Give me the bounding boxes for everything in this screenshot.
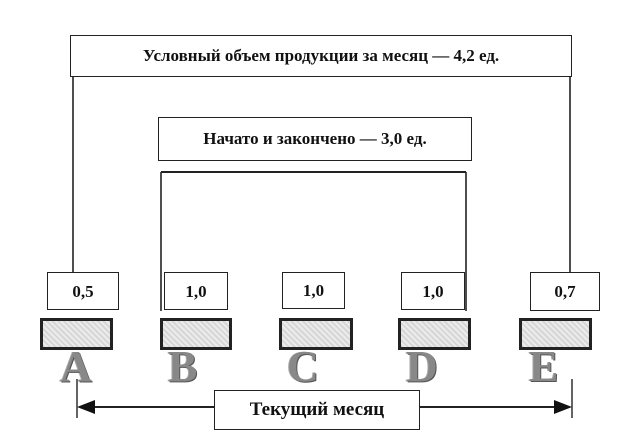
- value-box-d: [401, 272, 465, 310]
- value-box-a: [47, 272, 119, 310]
- started-finished-label: Начато и закончено — 3,0 ед.: [203, 129, 427, 148]
- product-letter-c: C: [287, 342, 319, 391]
- value-label-c: 1,0: [302, 281, 325, 300]
- value-box-b: [164, 272, 228, 310]
- total-volume-label: Условный объем продукции за месяц — 4,2 …: [142, 46, 500, 65]
- value-box-c: [282, 272, 345, 309]
- product-block-d: [398, 318, 471, 350]
- product-letter-b: B: [168, 342, 198, 391]
- value-label-d: 1,0: [422, 282, 444, 301]
- product-block-b: [160, 318, 232, 350]
- total-volume-box: [70, 35, 572, 77]
- current-month-label: Текущий месяц: [249, 399, 385, 420]
- value-label-b: 1,0: [185, 282, 207, 301]
- product-block-e: [519, 318, 592, 350]
- product-letter-a: A: [60, 342, 92, 391]
- value-label-e: 0,7: [554, 282, 576, 301]
- current-month-box: [214, 390, 420, 430]
- arrow-right-head: [554, 400, 572, 414]
- started-finished-box: [158, 117, 472, 161]
- arrow-left-head: [77, 400, 95, 414]
- product-letter-d: D: [406, 342, 438, 391]
- value-label-a: 0,5: [72, 282, 94, 301]
- product-block-a: [40, 318, 113, 350]
- product-block-c: [279, 318, 353, 350]
- value-box-e: [530, 272, 600, 311]
- product-letter-e: E: [529, 342, 559, 391]
